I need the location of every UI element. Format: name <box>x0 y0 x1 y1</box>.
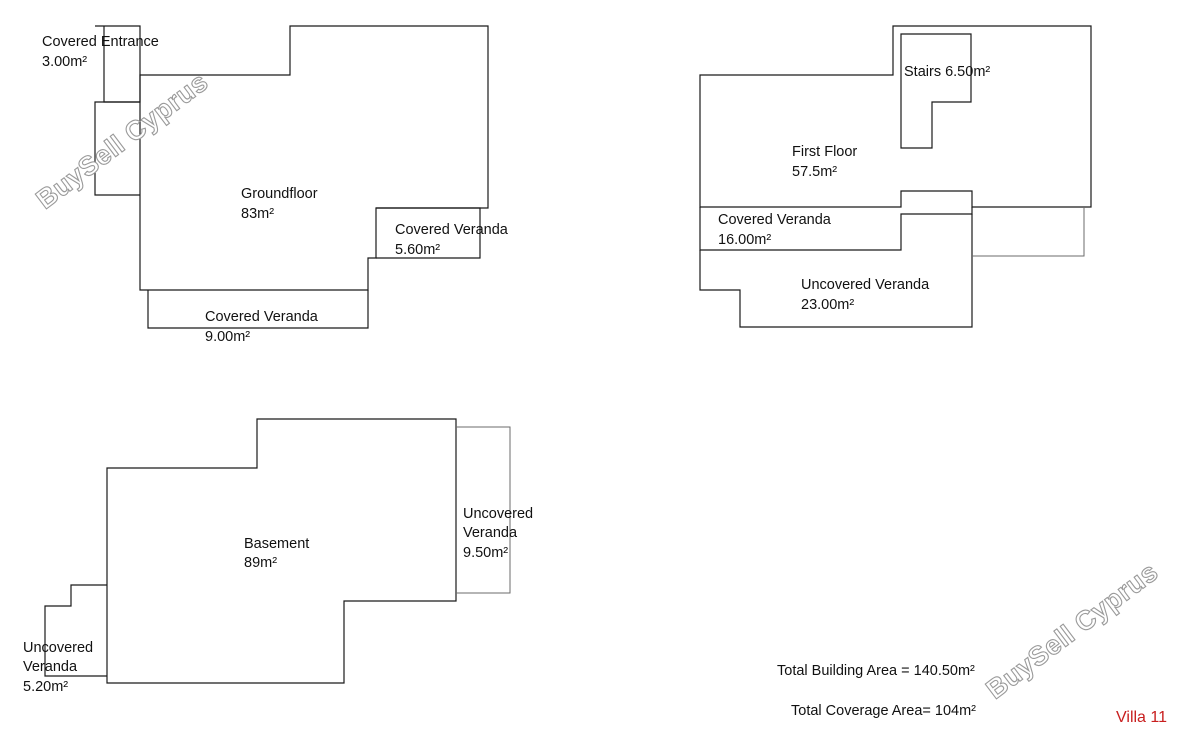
groundfloor-area: 83m² <box>241 206 274 222</box>
uncovered-veranda-right-label-1: Uncovered <box>463 506 533 522</box>
first-floor-plan: Stairs 6.50m² First Floor 57.5m² Covered… <box>699 25 1092 328</box>
basement-plan: Basement 89m² Uncovered Veranda 9.50m² U… <box>23 418 533 695</box>
covered-veranda-16-area: 16.00m² <box>718 232 771 248</box>
side-ledge-outline <box>972 207 1085 257</box>
covered-veranda-side-area: 5.60m² <box>395 242 440 258</box>
ground-floor-plan: Covered Entrance 3.00m² Groundfloor 83m²… <box>42 25 509 345</box>
uncovered-veranda-right-label-2: Veranda <box>463 525 518 541</box>
covered-entrance-label: Covered Entrance <box>42 34 159 50</box>
uncovered-veranda-left-label-2: Veranda <box>23 659 78 675</box>
covered-veranda-front-label: Covered Veranda <box>205 309 319 325</box>
covered-veranda-16-label: Covered Veranda <box>718 212 832 228</box>
covered-veranda-side-outline <box>376 207 481 259</box>
uncovered-veranda-left-outline <box>44 584 107 677</box>
villa-label: Villa 11 <box>1116 709 1167 726</box>
first-floor-label: First Floor <box>792 144 857 160</box>
uncovered-veranda-23-outline <box>699 214 973 328</box>
uncovered-veranda-right-outline <box>456 426 511 594</box>
watermark-top-left: BuySell Cyprus <box>31 67 214 215</box>
first-floor-outline <box>699 25 1092 208</box>
covered-entrance-area: 3.00m² <box>42 54 87 70</box>
uncovered-veranda-left-label-1: Uncovered <box>23 640 93 656</box>
total-building-area: Total Building Area = 140.50m² <box>777 663 975 679</box>
uncovered-veranda-23-area: 23.00m² <box>801 297 854 313</box>
uncovered-veranda-left-area: 5.20m² <box>23 679 68 695</box>
stairs-label: Stairs 6.50m² <box>904 64 990 80</box>
stairs-outline <box>900 33 972 149</box>
groundfloor-label: Groundfloor <box>241 186 318 202</box>
covered-veranda-side-label: Covered Veranda <box>395 222 509 238</box>
first-floor-area: 57.5m² <box>792 164 837 180</box>
basement-outline <box>106 418 457 684</box>
total-coverage-area: Total Coverage Area= 104m² <box>791 703 976 719</box>
covered-veranda-16-outline <box>699 207 973 251</box>
watermark-bottom-right: BuySell Cyprus <box>981 557 1164 705</box>
basement-label: Basement <box>244 536 309 552</box>
uncovered-veranda-23-label: Uncovered Veranda <box>801 277 930 293</box>
covered-veranda-front-outline <box>147 290 369 329</box>
uncovered-veranda-right-area: 9.50m² <box>463 545 508 561</box>
basement-area: 89m² <box>244 555 277 571</box>
side-wall-outline <box>94 101 140 196</box>
covered-veranda-front-area: 9.00m² <box>205 329 250 345</box>
